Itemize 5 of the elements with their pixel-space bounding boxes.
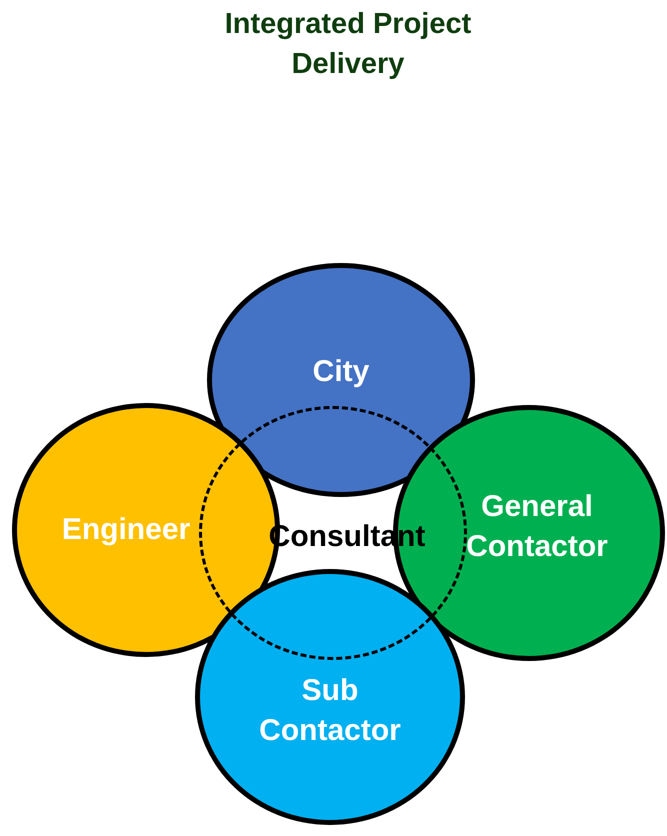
circle-label: Engineer [60, 512, 192, 548]
diagram-title: Integrated Project Delivery [224, 7, 472, 82]
circle-label: Sub Contactor [258, 673, 402, 749]
circle-label: City [312, 354, 370, 390]
circle-label: General Contactor [465, 489, 609, 565]
